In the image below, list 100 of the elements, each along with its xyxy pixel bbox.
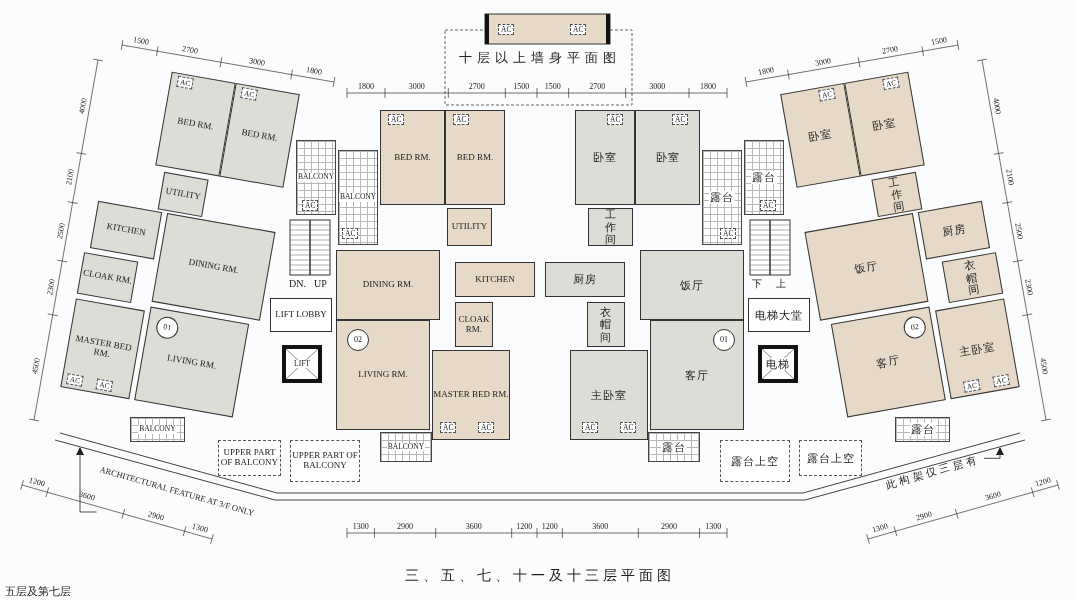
open-terrace-area [720, 440, 790, 482]
dimension-label: 1800 [305, 65, 323, 78]
room-label: 电梯大堂 [755, 308, 803, 322]
lift-shaft [282, 345, 322, 383]
room-label: KITCHEN [475, 274, 515, 285]
dimension-label: 1200 [541, 521, 558, 531]
dimension-label: 1300 [191, 521, 210, 535]
dimension-label: 1800 [700, 81, 716, 91]
dimension-label: 1300 [705, 521, 722, 531]
dimension-label: 3600 [78, 489, 97, 503]
dimension-label: 2700 [589, 81, 606, 91]
room-label: 卧室 [807, 127, 834, 144]
room-label: 厨房 [941, 222, 967, 239]
room-box [640, 250, 744, 320]
dimension-label: 2100 [1004, 168, 1016, 186]
room-label: CLOAK RM. [82, 268, 133, 287]
dimension-label: 1500 [132, 35, 150, 47]
room-label: BED RM. [240, 127, 279, 144]
room-label: 饭厅 [680, 278, 704, 292]
room-label: 电梯 [765, 357, 791, 371]
room-label: DINING RM. [362, 280, 414, 290]
dimension-label: 2700 [881, 44, 899, 56]
room-label: 主卧室 [591, 388, 627, 402]
room-label: UTILITY [451, 222, 488, 232]
room-box [455, 262, 535, 297]
dimension-label: 4000 [76, 96, 89, 115]
room-box [871, 171, 923, 218]
dimension-label: 4000 [991, 96, 1004, 115]
unit-number-circle [154, 315, 180, 341]
lift-shaft [758, 345, 798, 383]
dimension-label: 2500 [54, 221, 67, 240]
room-label: 卧室 [593, 151, 617, 164]
dimension-label: 2900 [146, 509, 165, 523]
dimension-label: 1500 [513, 81, 530, 91]
stair-label: 上 [776, 277, 786, 291]
room-label: LIVING RM. [358, 370, 408, 380]
room-box [455, 302, 493, 347]
dimension-label: 3000 [248, 55, 267, 68]
dimension-label: 1800 [358, 81, 374, 91]
annotation-text: 此构架仅三层有 [883, 452, 982, 493]
dimension-label: 2900 [397, 521, 414, 531]
dimension-label: 3000 [813, 55, 832, 68]
room-label: 工作间 [603, 208, 618, 246]
balcony-area [648, 432, 700, 462]
room-label: UPPER PART OF BALCONY [219, 448, 280, 468]
unit-number-circle [713, 329, 735, 351]
unit-number: 01 [162, 322, 172, 333]
dimension-label: 4500 [30, 357, 43, 375]
room-label: 露台 [909, 423, 936, 436]
room-label: MASTER BED RM. [73, 333, 134, 362]
unit-number: 01 [720, 335, 728, 345]
balcony-area [895, 417, 950, 442]
balcony-area [380, 432, 432, 462]
room-label: 露台 [661, 440, 687, 454]
dimension-label: 1800 [757, 65, 775, 78]
dimension-label: 1300 [352, 521, 369, 531]
dimension-label: 2700 [181, 44, 199, 56]
room-box [336, 250, 440, 320]
room-label: UTILITY [164, 186, 202, 203]
dimension-label: 1200 [516, 521, 533, 531]
room-box [570, 350, 648, 440]
open-terrace-area [218, 440, 281, 476]
room-label: 露台 [751, 171, 777, 184]
floor-plan-title: 三、五、七、十一及十三层平面图 [405, 567, 675, 585]
stair-label: 下 [752, 277, 762, 291]
balcony-area [702, 150, 742, 245]
room-box [650, 320, 744, 430]
dimension-label: 1500 [930, 35, 948, 47]
room-label: 露台上空 [806, 451, 855, 465]
dimension-label: 1200 [1034, 475, 1053, 489]
room-label: UPPER PART OF BALCONY [291, 451, 359, 471]
dimension-label: 3600 [592, 521, 609, 531]
room-label: LIFT LOBBY [275, 310, 327, 320]
room-label: 卧室 [655, 151, 680, 164]
dimension-label: 4500 [1037, 357, 1050, 375]
room-label: MASTER BED RM. [433, 390, 509, 400]
open-terrace-area [290, 440, 360, 482]
dimension-label: 2500 [1013, 221, 1026, 240]
room-label: BED RM. [456, 152, 494, 163]
dimension-label: 3000 [408, 81, 425, 91]
dimension-label: 1200 [27, 475, 46, 489]
room-label: 工作间 [887, 174, 907, 215]
room-label: BED RM. [176, 116, 215, 133]
room-box [447, 208, 492, 246]
room-box [575, 110, 635, 205]
dimension-label: 2900 [660, 521, 677, 531]
dimension-label: 2300 [44, 278, 57, 296]
open-terrace-area [799, 440, 862, 476]
room-label: BED RM. [394, 152, 431, 163]
dimension-label: 2700 [468, 81, 485, 91]
stair-label: UP [314, 278, 327, 289]
room-label: 露台上空 [731, 454, 779, 468]
unit-number: 02 [354, 335, 362, 345]
dimension-label: 3600 [983, 489, 1002, 503]
room-label: KITCHEN [105, 221, 147, 239]
room-label: 客厅 [875, 354, 902, 371]
dimension-label: 1500 [544, 81, 561, 91]
stair-label: DN. [289, 278, 306, 289]
room-label: DINING RM. [187, 257, 240, 277]
dimension-label: 1300 [870, 521, 889, 535]
